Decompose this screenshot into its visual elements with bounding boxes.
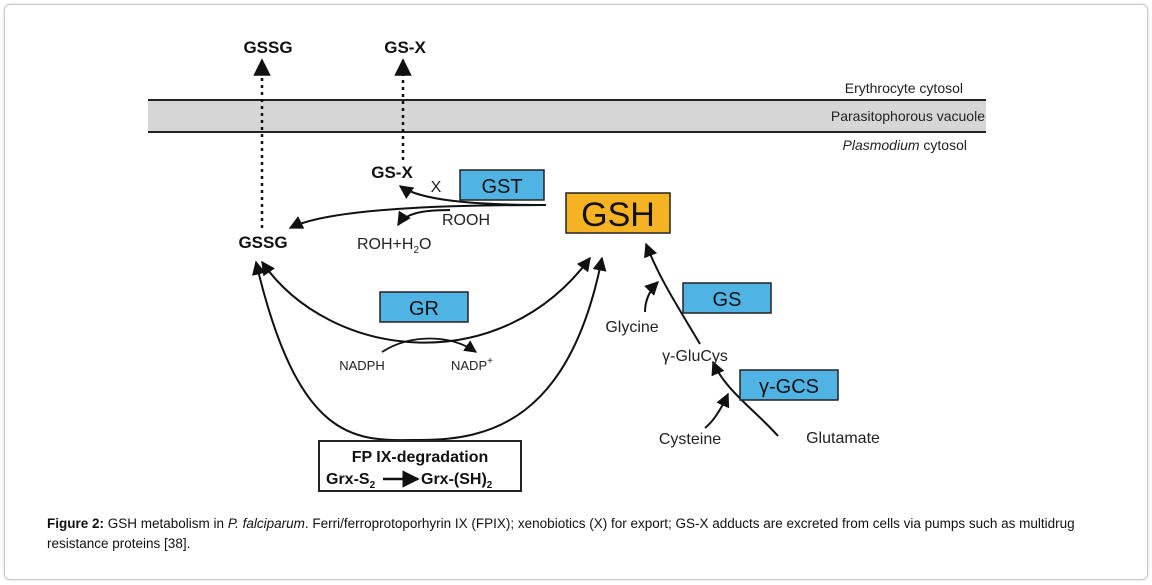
figure-caption: Figure 2: GSH metabolism in P. falciparu… — [47, 514, 1112, 554]
plasmodium-label: Plasmodium cytosol — [843, 137, 968, 153]
gamma-glucys-label: γ-GluCys — [662, 348, 728, 365]
vacuole-label: Parasitophorous vacuole — [831, 108, 985, 124]
gsh-to-gssg-arrow — [288, 204, 547, 229]
vacuole-membrane-band — [148, 100, 986, 132]
grx-reaction-right: Grx-(SH)2 — [421, 471, 493, 491]
glutamate-label: Glutamate — [806, 430, 880, 447]
glycine-label: Glycine — [605, 319, 658, 336]
gamma-gcs-enzyme-box — [739, 369, 839, 401]
xenobiotic-x-label: X — [431, 179, 442, 196]
fp-ix-degradation-label: FP IX-degradation — [352, 449, 489, 466]
gst-enzyme-label: GST — [481, 176, 522, 198]
nadp-label: NADP+ — [451, 356, 493, 373]
nadph-label: NADPH — [339, 358, 385, 373]
roh-label: ROH+H2O — [357, 236, 431, 256]
gamma-gcs-enzyme-label: γ-GCS — [759, 376, 819, 398]
fp-degradation-curve — [252, 256, 607, 442]
cysteine-input-arrow — [704, 392, 730, 429]
gst-enzyme-box — [459, 169, 545, 201]
gs-enzyme-box — [682, 282, 772, 314]
gssg-export-label: GSSG — [243, 38, 292, 57]
caption-species: P. falciparum — [227, 516, 305, 531]
caption-text-2: . Ferri/ferroprotoporhyrin IX (FPIX); xe… — [47, 516, 1075, 551]
fp-ix-degradation-box — [318, 440, 522, 492]
gssg-node: GSSG — [238, 233, 287, 252]
gsh-box — [565, 192, 671, 234]
caption-label: Figure 2: — [47, 516, 105, 531]
glucys-to-gsh-arrow — [644, 242, 701, 345]
grx-reaction-left: Grx-S2 — [326, 471, 376, 491]
gsh-to-gsx-arrow — [398, 185, 547, 206]
gs-enzyme-label: GS — [713, 289, 742, 311]
rooh-label: ROOH — [442, 212, 490, 229]
gsx-export-label: GS-X — [384, 38, 426, 57]
rooh-to-roh-arrow — [397, 209, 451, 227]
cysteine-label: Cysteine — [659, 431, 721, 448]
gr-enzyme-box — [379, 291, 469, 323]
gsh-label: GSH — [581, 196, 655, 234]
erythrocyte-label: Erythrocyte cytosol — [845, 80, 963, 96]
gsx-node: GS-X — [371, 163, 413, 182]
glycine-input-arrow — [644, 281, 659, 313]
gr-enzyme-label: GR — [409, 298, 439, 320]
gr-reduction-curve — [261, 256, 591, 344]
nadph-to-nadp-arrow — [381, 337, 478, 353]
caption-text-1: GSH metabolism in — [104, 516, 228, 531]
